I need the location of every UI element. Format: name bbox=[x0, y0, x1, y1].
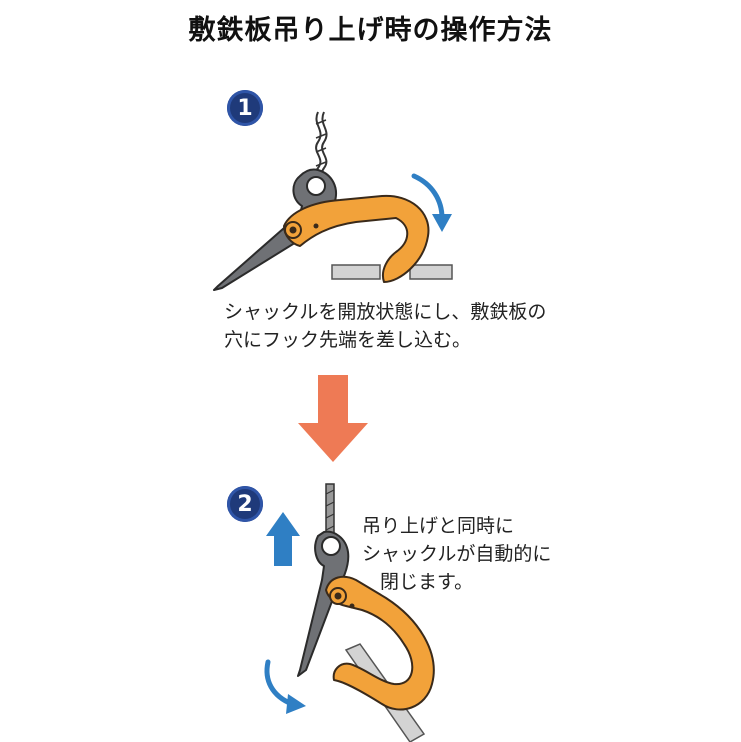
step-2-badge: 2 bbox=[227, 486, 263, 522]
step-1-badge: 1 bbox=[227, 90, 263, 126]
step-2-caption-line: 閉じます。 bbox=[380, 571, 474, 593]
down-arrow-icon bbox=[298, 375, 368, 462]
step-1-caption-line: 穴にフック先端を差し込む。 bbox=[224, 329, 472, 351]
step-2-caption: 吊り上げと同時に シャックルが自動的に 閉じます。 bbox=[362, 512, 551, 596]
step-1-caption: シャックルを開放状態にし、敷鉄板の 穴にフック先端を差し込む。 bbox=[224, 298, 546, 354]
step-2-caption-line: 吊り上げと同時に bbox=[362, 515, 515, 537]
step-2-caption-line: シャックルが自動的に bbox=[362, 543, 552, 565]
hook-step2 bbox=[325, 575, 435, 711]
steel-plate-step1 bbox=[331, 264, 453, 280]
step-1-caption-line: シャックルを開放状態にし、敷鉄板の bbox=[224, 301, 547, 323]
curved-arrow-icon bbox=[264, 659, 306, 714]
hook-step1 bbox=[283, 194, 430, 283]
page-title: 敷鉄板吊り上げ時の操作方法 bbox=[188, 15, 553, 46]
up-arrow-icon bbox=[266, 512, 300, 566]
curved-arrow-icon bbox=[411, 173, 452, 232]
